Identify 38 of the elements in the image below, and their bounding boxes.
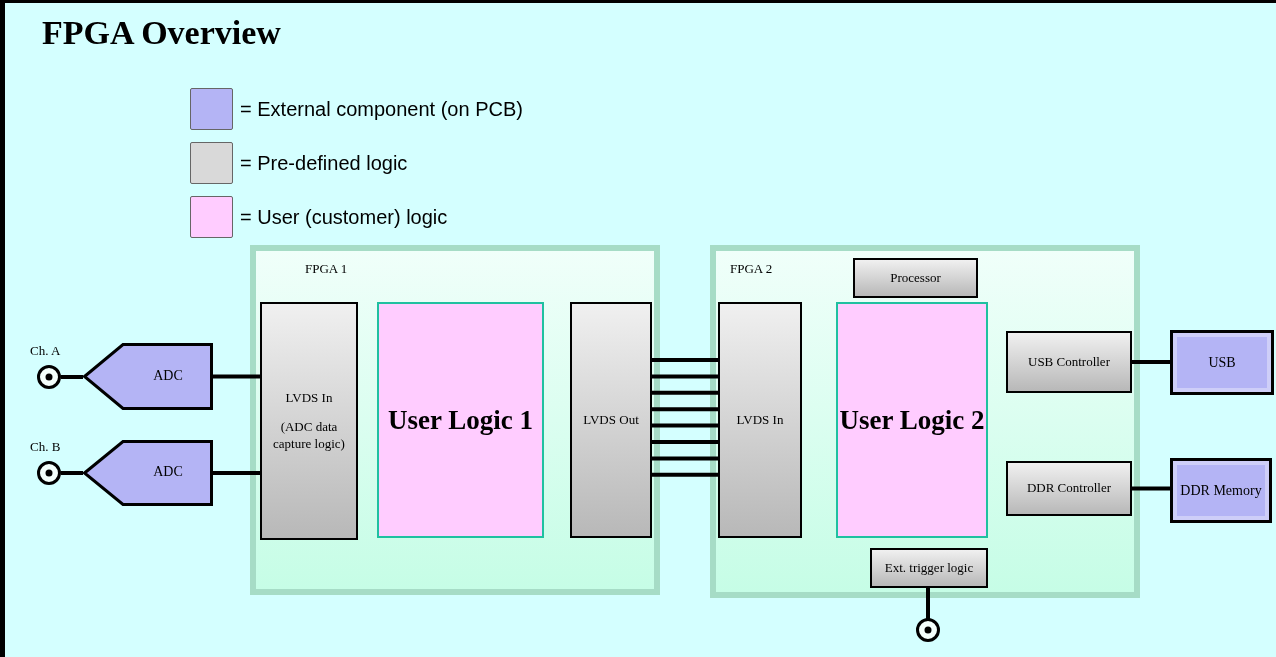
title: FPGA Overview [42,14,281,52]
connector-line [926,588,930,619]
connector-line [652,374,718,379]
block-label: ADC [152,367,184,384]
connector-line [213,374,260,379]
connector-line [1132,486,1170,491]
logic-block: USB Controller [1006,331,1132,393]
logic-block: Ext. trigger logic [870,548,988,588]
legend-label: = Pre-defined logic [240,151,408,175]
channel-label: Ch. A [30,343,61,359]
connector-line [61,471,83,475]
channel-label: Ch. B [30,439,61,455]
connector-line [652,423,718,428]
connector-line [61,375,83,379]
connector-line [652,472,718,477]
logic-block: LVDS In [718,302,802,538]
panel-title: FPGA 2 [730,261,773,277]
block-label: ADC [152,464,184,480]
logic-block: LVDS Out [570,302,652,538]
panel-title: FPGA 1 [305,261,348,277]
logic-block: LVDS In (ADC data capture logic) [260,302,358,540]
external-component-box: USB [1170,330,1274,395]
connector-line [652,456,718,461]
connector-line [652,440,718,444]
legend-label: = User (customer) logic [240,205,448,229]
connector-line [652,390,718,395]
external-component-box: DDR Memory [1170,458,1272,523]
connector-line [1132,360,1170,364]
user-logic-block: User Logic 2 [836,302,988,538]
connector-line [652,407,718,412]
fpga-panel [250,245,660,595]
logic-block: Processor [853,258,978,298]
user-logic-block: User Logic 1 [377,302,544,538]
legend-label: = External component (on PCB) [240,97,523,121]
logic-block: DDR Controller [1006,461,1132,516]
connector-line [213,471,260,475]
connector-line [652,358,718,362]
fpga-panel [710,245,1140,598]
